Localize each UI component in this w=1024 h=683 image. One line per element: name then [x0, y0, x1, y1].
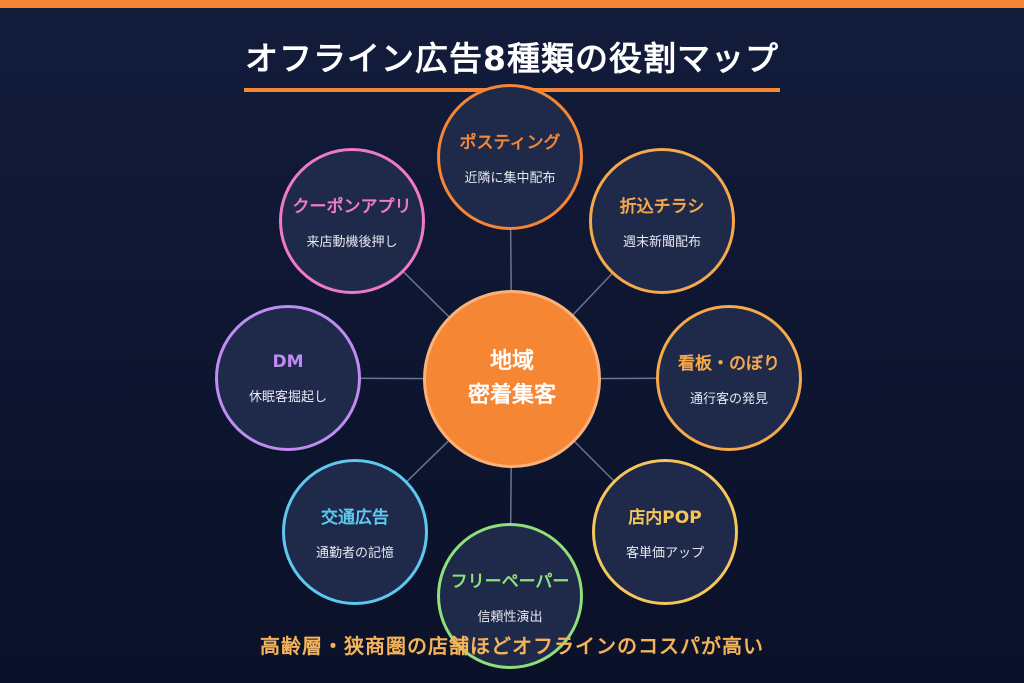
- page-title: オフライン広告8種類の役割マップ: [245, 39, 779, 78]
- node-desc: 通行客の発見: [689, 392, 768, 407]
- node-label: DM: [272, 351, 304, 372]
- node-desc: 客単価アップ: [625, 546, 704, 561]
- node-label: 折込チラシ: [619, 197, 705, 217]
- top-accent-bar: [0, 0, 1024, 8]
- node-freepaper: フリーペーパー 信頼性演出: [437, 523, 583, 669]
- node-desc: 休眠客掘起し: [248, 389, 327, 405]
- node-kanban: 看板・のぼり 通行客の発見: [656, 305, 802, 451]
- node-desc: 来店動機後押し: [306, 235, 398, 250]
- node-kotsu: 交通広告 通勤者の記憶: [282, 459, 428, 605]
- node-desc: 通勤者の記憶: [315, 546, 394, 561]
- node-coupon: クーポンアプリ 来店動機後押し: [279, 148, 425, 294]
- node-desc: 近隣に集中配布: [464, 171, 556, 186]
- node-label: クーポンアプリ: [292, 197, 412, 217]
- hub-circle: [423, 290, 601, 468]
- node-desc: 信頼性演出: [477, 610, 543, 625]
- node-label: フリーペーパー: [450, 572, 570, 592]
- footer-note: 高齢層・狭商圏の店舗ほどオフラインのコスパが高い: [260, 634, 764, 658]
- node-desc: 週末新聞配布: [622, 235, 701, 250]
- node-label: 看板・のぼり: [678, 354, 780, 374]
- node-pop: 店内POP 客単価アップ: [592, 459, 738, 605]
- node-posting: ポスティング 近隣に集中配布: [437, 84, 583, 230]
- node-orikomi: 折込チラシ 週末新聞配布: [589, 148, 735, 294]
- node-label: 店内POP: [628, 508, 702, 528]
- node-dm: DM 休眠客掘起し: [215, 305, 361, 451]
- node-label: ポスティング: [459, 133, 561, 153]
- node-label: 交通広告: [321, 508, 389, 528]
